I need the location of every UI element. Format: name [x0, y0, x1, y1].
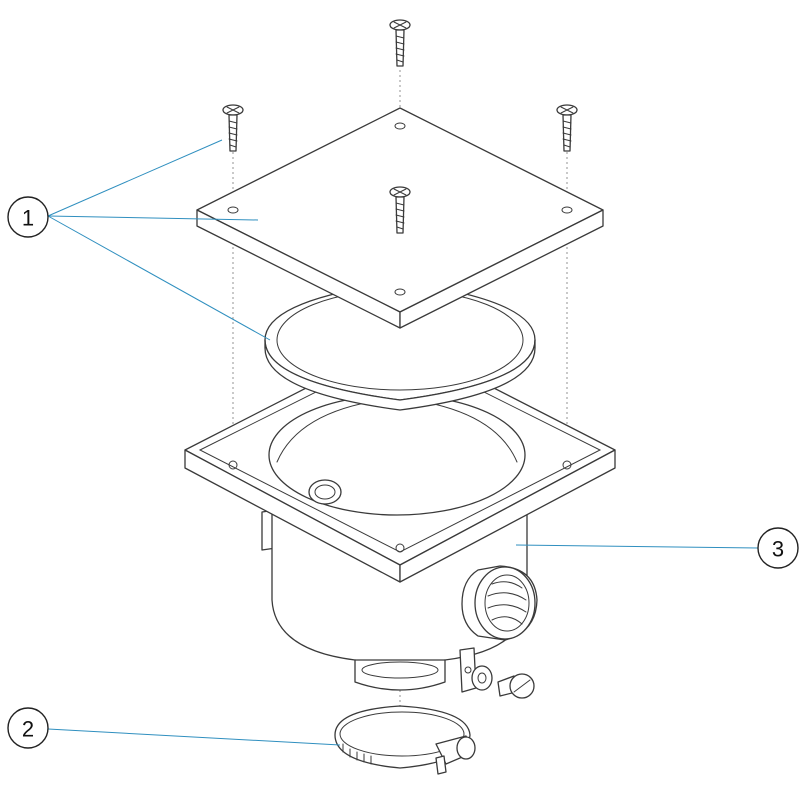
assembly-axis-lines [232, 70, 568, 745]
leader-1-to-plate [47, 215, 259, 221]
hose-clamp [334, 705, 476, 775]
leader-2-to-clamp [47, 728, 341, 746]
screw-top [389, 19, 411, 67]
leader-3-to-body [515, 544, 759, 549]
callout-1-number: 1 [22, 206, 34, 231]
screw-front [389, 186, 411, 234]
side-washer-and-screw [471, 665, 535, 699]
leader-1-to-gasket [47, 215, 271, 341]
leader-1-to-screw [47, 139, 223, 217]
leader-lines [47, 139, 759, 746]
screw-left [222, 104, 244, 152]
callout-3: 3 [757, 527, 799, 569]
housing-body [184, 339, 616, 693]
callout-2-number: 2 [22, 717, 34, 742]
gasket-ring [264, 281, 536, 411]
callout-3-number: 3 [772, 537, 784, 562]
callout-1: 1 [7, 196, 49, 238]
callout-2: 2 [7, 707, 49, 749]
screw-right [556, 104, 578, 152]
cover-screws [222, 19, 578, 234]
